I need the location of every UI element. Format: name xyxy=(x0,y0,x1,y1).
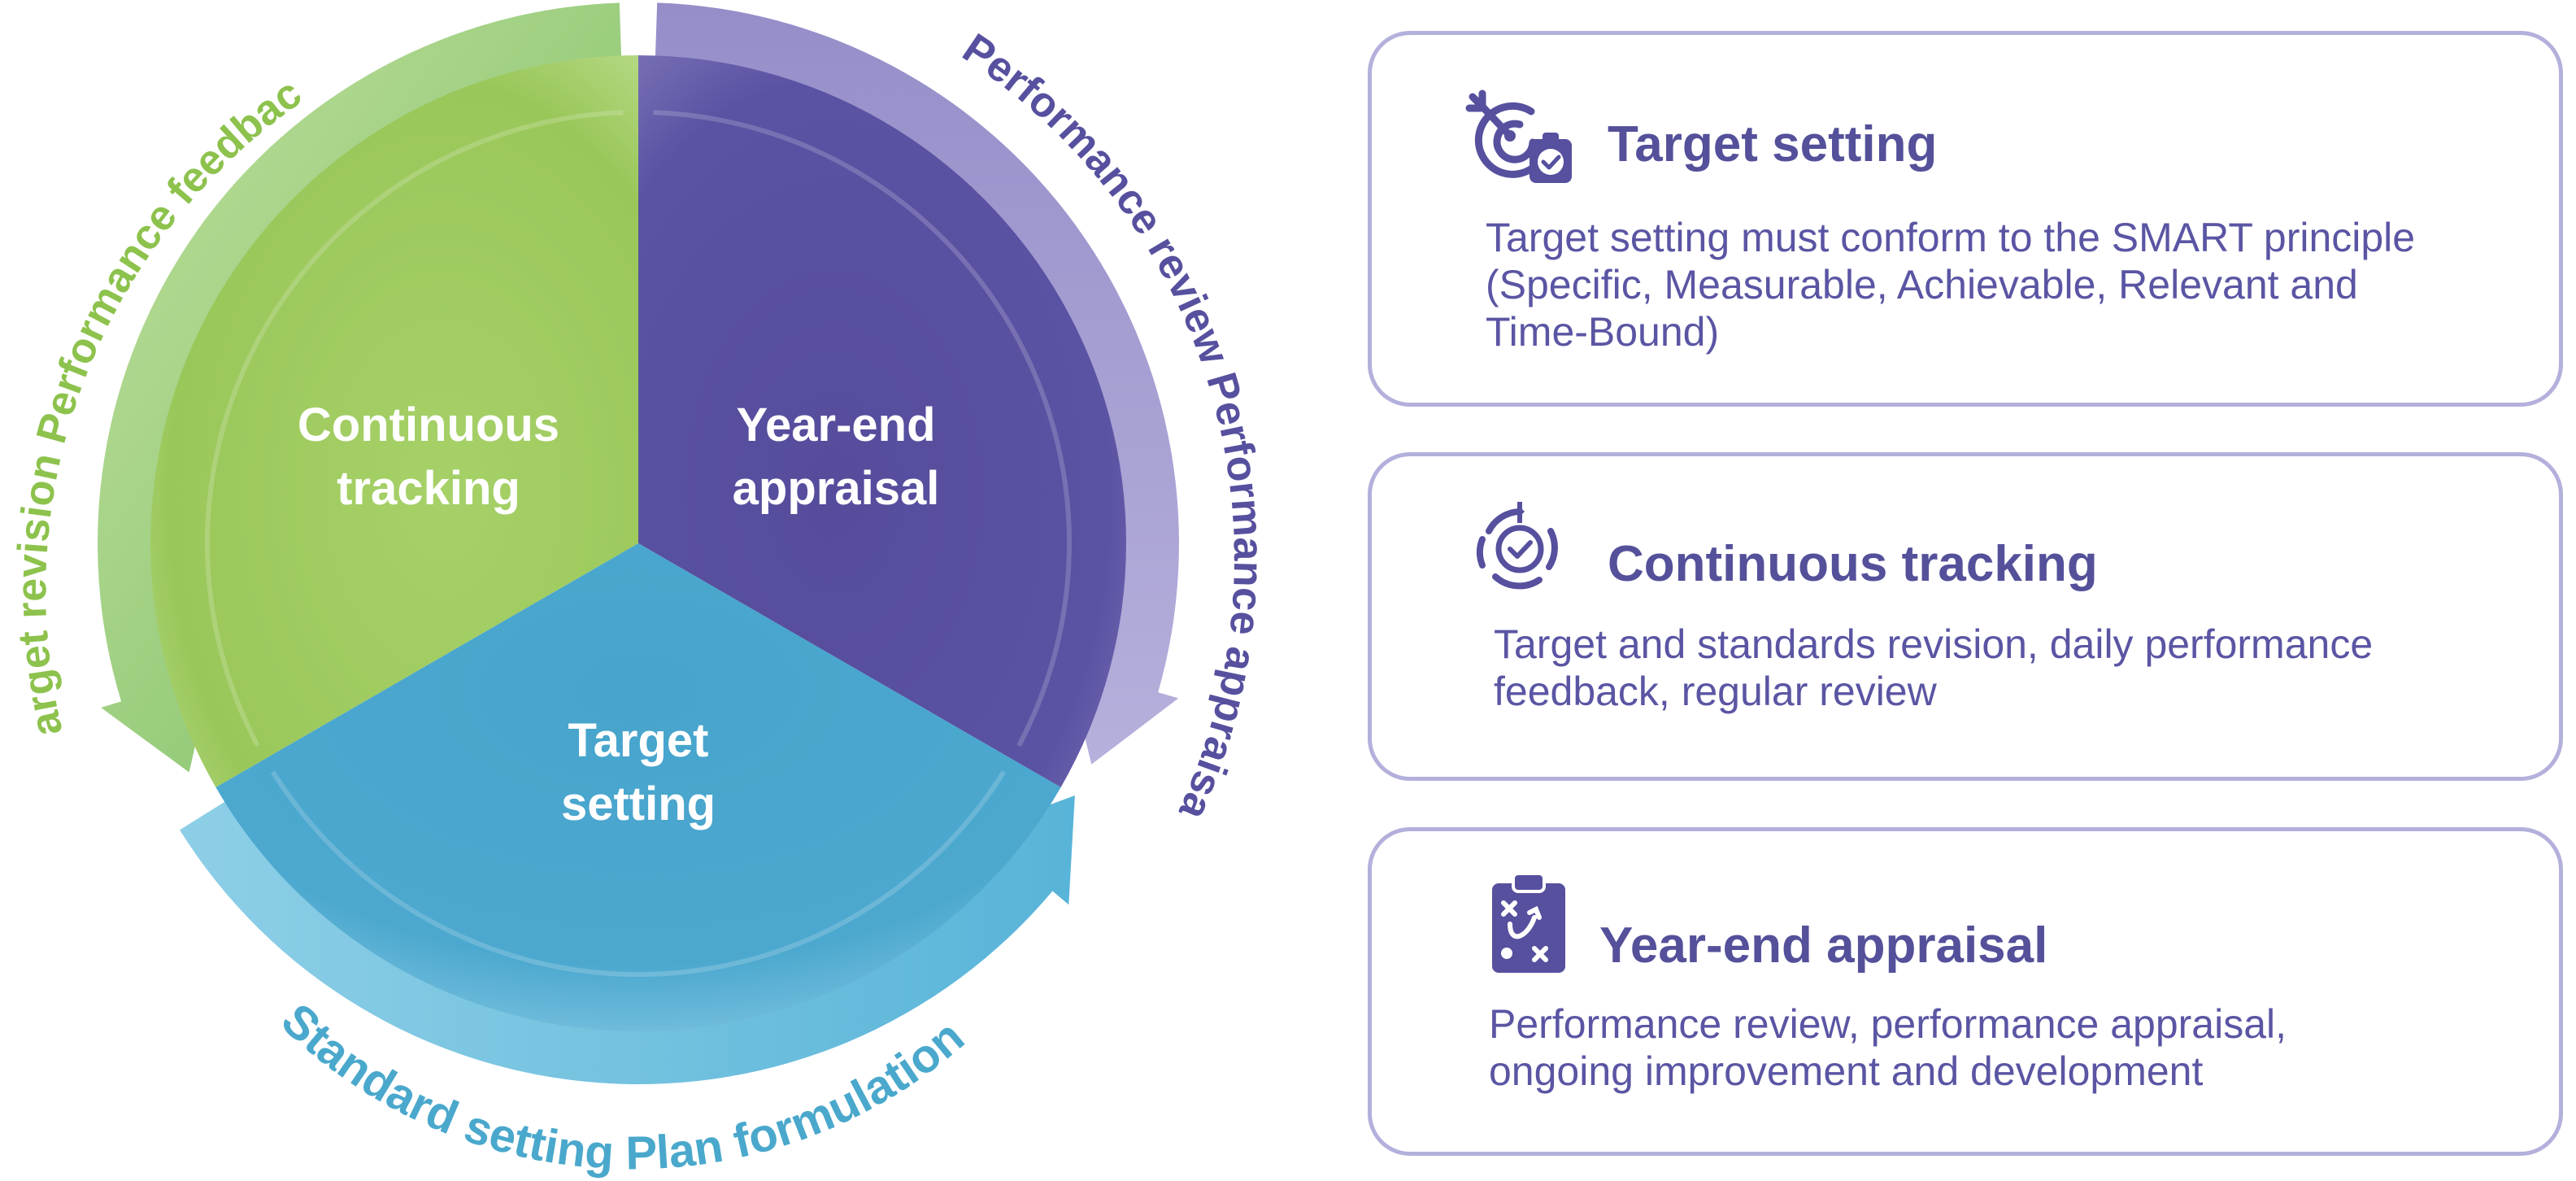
cycle-arrows xyxy=(98,2,1179,1085)
card-body-line: Time-Bound) xyxy=(1486,309,1720,355)
performance-cycle-diagram: Continuous tracking Year-end appraisal T… xyxy=(0,0,1272,1180)
segment-year-end-appraisal xyxy=(638,55,1126,787)
segment-label-target: Target xyxy=(568,714,709,767)
segment-label-continuous-2: tracking xyxy=(337,462,520,515)
card-title: Year-end appraisal xyxy=(1599,917,2048,974)
segment-year-end-appraisal-highlight xyxy=(653,110,1072,747)
card-body-line: Performance review, performance appraisa… xyxy=(1489,1001,2287,1047)
card-body-line: Target and standards revision, daily per… xyxy=(1494,621,2374,667)
card-title: Continuous tracking xyxy=(1608,536,2098,592)
segment-continuous-tracking xyxy=(150,55,638,787)
card-continuous-tracking: Continuous tracking Target and standards… xyxy=(1368,452,2563,781)
card-body-line: feedback, regular review xyxy=(1494,669,1937,714)
card-body-line: (Specific, Measurable, Achievable, Relev… xyxy=(1486,262,2358,307)
purple-cycle-arrow xyxy=(655,2,1179,765)
card-body: Target setting must conform to the SMART… xyxy=(1486,214,2543,355)
card-body: Performance review, performance appraisa… xyxy=(1489,1000,2546,1095)
cycle-pie xyxy=(150,55,1126,1031)
card-title: Target setting xyxy=(1608,116,1938,172)
green-cycle-arrow xyxy=(98,2,622,773)
segment-label-yearend: Year-end xyxy=(737,399,936,451)
cycle-target-icon xyxy=(1476,502,1558,590)
card-body-line: Target setting must conform to the SMART… xyxy=(1486,215,2416,260)
blue-cycle-arrow xyxy=(180,791,1075,1085)
clipboard-strategy-icon xyxy=(1492,872,1565,973)
segment-continuous-tracking-highlight xyxy=(205,110,624,747)
card-target-setting: Target setting Target setting must confo… xyxy=(1368,31,2563,407)
segment-target-setting-highlight xyxy=(270,770,1007,978)
segment-label-continuous: Continuous xyxy=(298,399,559,451)
card-body: Target and standards revision, daily per… xyxy=(1494,621,2551,715)
card-year-end-appraisal: Year-end appraisal Performance review, p… xyxy=(1368,827,2563,1156)
segment-label-yearend-2: appraisal xyxy=(733,462,940,515)
target-check-icon xyxy=(1465,89,1572,183)
segment-label-target-2: setting xyxy=(561,778,716,830)
card-body-line: ongoing improvement and development xyxy=(1489,1048,2204,1094)
segment-target-setting xyxy=(215,543,1061,1031)
